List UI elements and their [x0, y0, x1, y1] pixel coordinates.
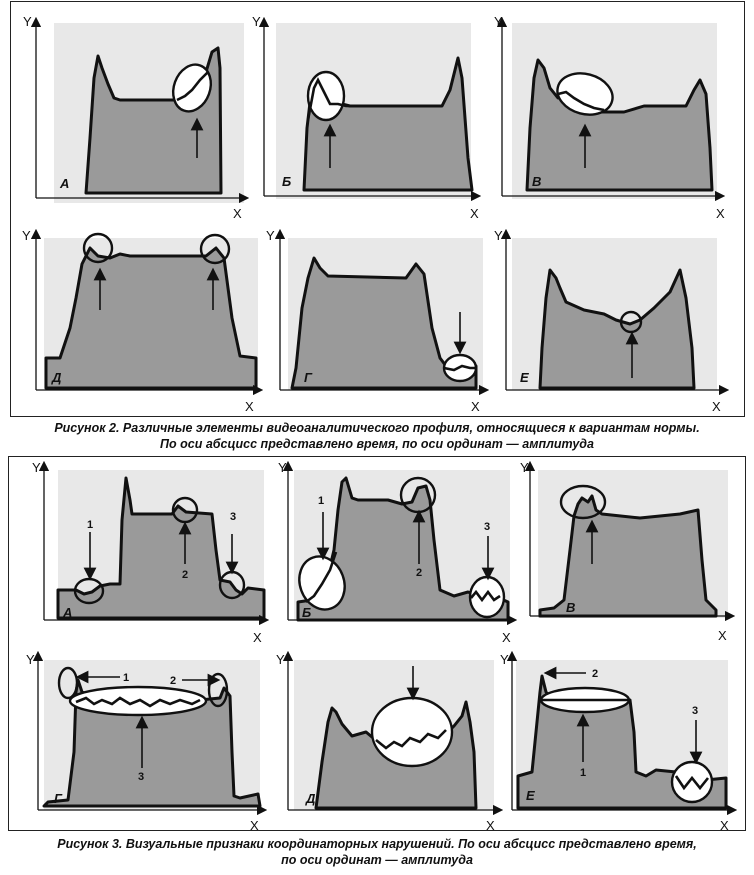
marker-1: 1 [318, 495, 324, 507]
panel-letter: В [532, 174, 541, 189]
fig3-panel-v: Y X В [520, 460, 736, 643]
panel-letter: В [566, 600, 575, 615]
y-axis-label: Y [23, 14, 32, 29]
y-axis-label: Y [494, 228, 503, 243]
x-axis-label: X [471, 399, 480, 414]
y-axis-label: Y [22, 228, 31, 243]
marker-3: 3 [230, 511, 236, 523]
y-axis-label: Y [32, 460, 41, 475]
panel-letter: Д [305, 791, 316, 806]
fig2-panel-e: Y X Е [494, 228, 730, 414]
caption-line-1: Рисунок 2. Различные элементы видеоанали… [54, 421, 700, 435]
marker-1: 1 [87, 519, 93, 531]
x-axis-label: X [486, 818, 495, 833]
x-axis-label: X [245, 399, 254, 414]
y-axis-label: Y [252, 14, 261, 29]
fig3-panel-g: 1 2 3 Y X Г [26, 650, 268, 833]
marker-2: 2 [416, 567, 422, 579]
caption-line-1: Рисунок 3. Визуальные признаки координат… [57, 837, 697, 851]
x-axis-label: X [250, 818, 259, 833]
x-axis-label: X [712, 399, 721, 414]
figure-3-caption: Рисунок 3. Визуальные признаки координат… [0, 836, 754, 868]
figure-2-frame [10, 1, 745, 417]
y-axis-label: Y [276, 652, 285, 667]
x-axis-label: X [233, 206, 242, 221]
x-axis-label: X [716, 206, 725, 221]
fig2-panel-g: Y X Г [266, 228, 490, 414]
panel-letter: А [62, 605, 72, 620]
panel-letter: Г [304, 370, 313, 385]
fig3-panel-a: 1 2 3 Y X А [32, 460, 270, 645]
marker-3: 3 [138, 771, 144, 783]
caption-line-2: По оси абсцисс представлено время, по ос… [160, 437, 594, 451]
panel-letter: Б [302, 605, 311, 620]
y-axis-label: Y [278, 460, 287, 475]
panel-letter: Е [520, 370, 529, 385]
fig2-panel-v: Y X В [494, 14, 726, 221]
x-axis-label: X [718, 628, 727, 643]
y-axis-label: Y [520, 460, 529, 475]
y-axis-label: Y [266, 228, 275, 243]
fig3-panel-d: Y X Д [276, 650, 504, 833]
y-axis-label: Y [500, 652, 509, 667]
marker-1: 1 [123, 672, 129, 684]
x-axis-label: X [253, 630, 262, 645]
marker-2: 2 [170, 675, 176, 687]
fig2-panel-a: Y X А [23, 14, 250, 221]
x-axis-label: X [470, 206, 479, 221]
y-axis-label: Y [494, 14, 503, 29]
figure-2-caption: Рисунок 2. Различные элементы видеоанали… [0, 420, 754, 452]
fig3-panel-b: 1 2 3 Y X Б [278, 460, 518, 645]
figure-3-frame [8, 456, 746, 831]
marker-2: 2 [182, 569, 188, 581]
panel-letter: Д [51, 370, 62, 385]
x-axis-label: X [502, 630, 511, 645]
fig3-panel-e: 2 1 3 Y X Е [500, 650, 738, 833]
y-axis-label: Y [26, 652, 35, 667]
fig2-panel-d: Y X Д [22, 228, 264, 414]
marker-3: 3 [484, 521, 490, 533]
fig2-panel-b: Y X Б [252, 14, 482, 221]
x-axis-label: X [720, 818, 729, 833]
panel-letter: Г [54, 791, 63, 806]
panel-letter: А [59, 176, 69, 191]
marker-1: 1 [580, 767, 586, 779]
panel-letter: Е [526, 788, 535, 803]
panel-letter: Б [282, 174, 291, 189]
marker-2: 2 [592, 668, 598, 680]
marker-3: 3 [692, 705, 698, 717]
caption-line-2: по оси ординат — амплитуда [281, 853, 473, 867]
